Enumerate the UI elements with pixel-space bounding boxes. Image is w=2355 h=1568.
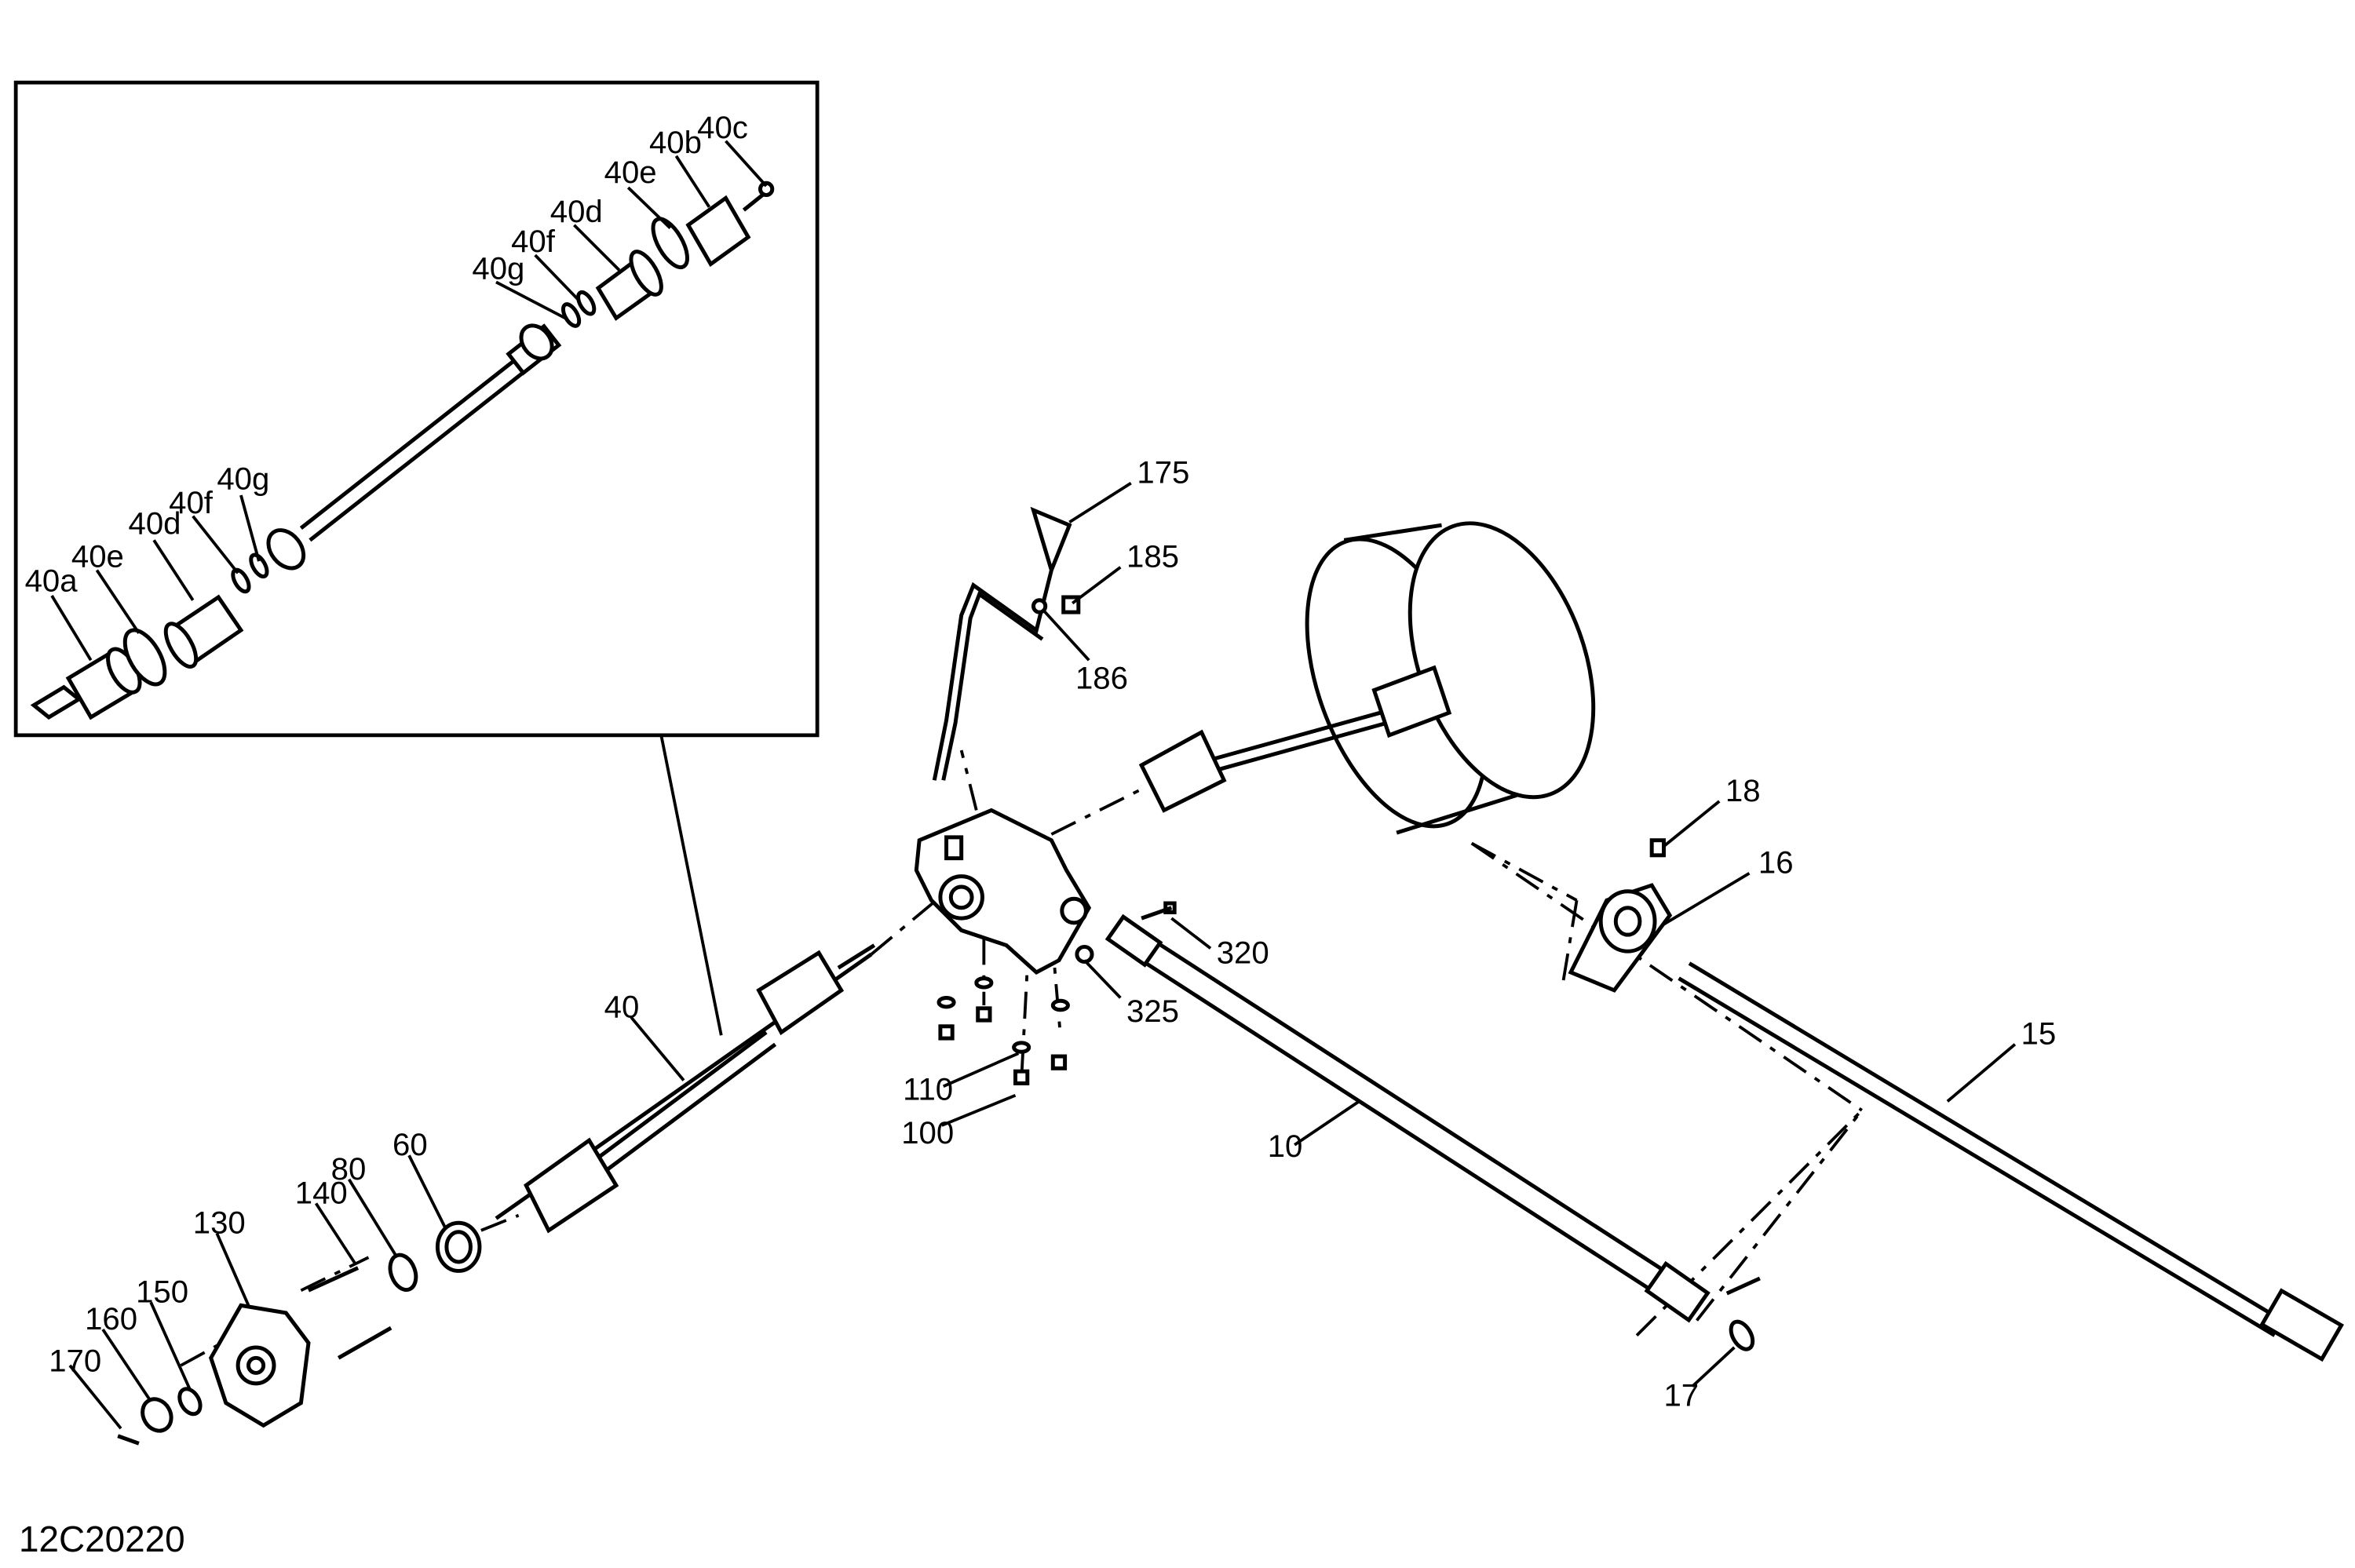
callout-150: 150 xyxy=(136,1274,188,1310)
bolt-320 xyxy=(1141,901,1177,921)
callout-40c: 40c xyxy=(697,110,748,145)
callout-175: 175 xyxy=(1137,455,1189,490)
cotter-pin-170 xyxy=(117,1434,140,1446)
inset-detail-frame xyxy=(13,80,820,1036)
callout-186: 186 xyxy=(1075,661,1128,696)
inset-axle-shaft xyxy=(266,323,562,571)
nut-325 xyxy=(1075,944,1094,965)
prop-shaft-10 xyxy=(1104,913,1711,1323)
callout-10: 10 xyxy=(1268,1129,1303,1164)
inset-callouts: 40c 40b 40e 40d 40f 40g 40g 40f 40d 40e … xyxy=(25,110,768,662)
washers-110 xyxy=(937,976,1070,1054)
callout-40d: 40d xyxy=(129,506,181,542)
bolt-18 xyxy=(1649,838,1666,858)
bearing-60 xyxy=(435,1220,482,1273)
callout-80: 80 xyxy=(331,1151,367,1187)
washer-150 xyxy=(177,1387,203,1417)
rear-differential xyxy=(914,808,1092,975)
inset-clamp-40e-upper xyxy=(651,217,689,269)
callout-60: 60 xyxy=(392,1127,428,1162)
callout-40g: 40g xyxy=(472,251,524,286)
callout-40d: 40d xyxy=(550,194,603,229)
callout-40e: 40e xyxy=(71,539,124,574)
prop-shaft-15 xyxy=(1678,961,2344,1362)
inset-clamp-40e-lower xyxy=(122,628,167,687)
callout-16: 16 xyxy=(1758,845,1794,881)
inset-circlip-40c xyxy=(758,181,775,198)
callout-325: 325 xyxy=(1126,994,1179,1029)
callout-130: 130 xyxy=(193,1205,246,1241)
callout-320: 320 xyxy=(1217,935,1269,970)
bolts-140 xyxy=(307,1266,392,1360)
callout-15: 15 xyxy=(2021,1016,2057,1052)
callout-17: 17 xyxy=(1663,1378,1699,1413)
inset-inner-joint-upper xyxy=(519,290,597,361)
wheel-rim xyxy=(1305,521,1596,835)
inset-small-parts-lower xyxy=(231,552,269,594)
drive-shaft-upper xyxy=(1138,665,1452,813)
callout-40f: 40f xyxy=(511,224,556,259)
drawing-code: 12C20220 xyxy=(19,1519,185,1559)
callout-100: 100 xyxy=(901,1115,954,1150)
brake-line-175 xyxy=(932,506,1072,781)
main-callouts: 175 185 186 18 16 15 40 320 325 110 100 … xyxy=(49,455,2057,1430)
callout-40b: 40b xyxy=(649,125,702,160)
callout-110: 110 xyxy=(903,1071,953,1107)
callout-160: 160 xyxy=(85,1301,137,1336)
callout-170: 170 xyxy=(49,1344,101,1379)
inset-boot-40d-upper xyxy=(595,250,663,321)
ring-17 xyxy=(1725,1276,1761,1351)
callout-40g: 40g xyxy=(217,461,269,496)
hub-knuckle-130 xyxy=(208,1303,311,1428)
retaining-ring-80 xyxy=(388,1253,418,1293)
bearing-support-16 xyxy=(1568,883,1673,993)
inset-boot-40d-lower xyxy=(163,594,244,669)
nut-160 xyxy=(141,1397,173,1433)
callout-140: 140 xyxy=(295,1175,348,1210)
callout-40a: 40a xyxy=(25,563,78,598)
drive-shaft-40 xyxy=(495,943,876,1234)
callout-18: 18 xyxy=(1725,773,1761,808)
inset-cv-housing-40b xyxy=(685,190,768,268)
bolts-100 xyxy=(938,1006,1068,1085)
callout-185: 185 xyxy=(1126,539,1179,574)
callout-40: 40 xyxy=(604,989,640,1024)
callout-40f: 40f xyxy=(169,485,214,520)
callout-40e: 40e xyxy=(604,155,657,190)
